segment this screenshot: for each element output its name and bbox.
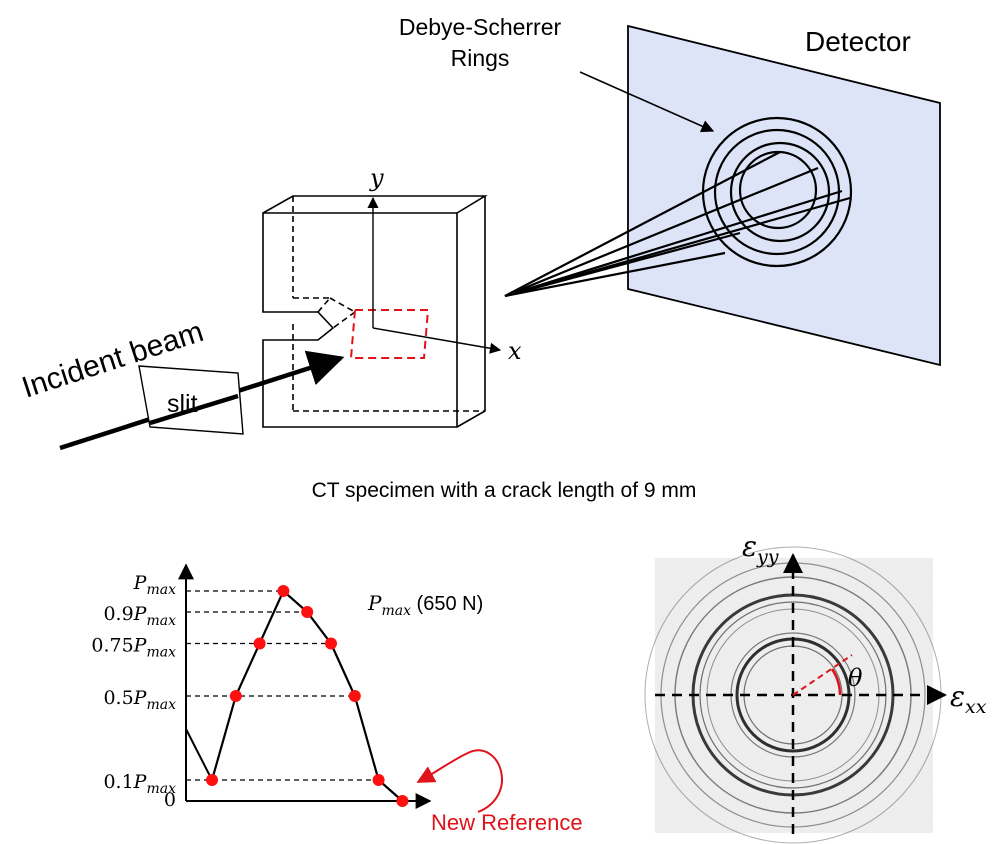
- load-point-8: [396, 795, 409, 807]
- measurement-region: [349, 309, 430, 359]
- specimen-right-face: [456, 196, 486, 428]
- debye-pointer-arrow: [579, 71, 715, 133]
- specimen-hidden-edges: [292, 196, 485, 412]
- diffraction-pattern: θ εyy εxx: [644, 530, 987, 844]
- load-points: [206, 585, 409, 807]
- load-point-3: [277, 585, 290, 597]
- load-point-1: [229, 690, 242, 702]
- load-point-2: [253, 637, 266, 650]
- specimen-top-face: [262, 195, 488, 214]
- load-point-7: [372, 774, 385, 786]
- x-axis-arrow: [372, 327, 502, 354]
- debye-label-line2: Rings: [451, 45, 510, 71]
- eps-yy-label: εyy: [742, 530, 779, 568]
- pmax-note: Pmax (650 N): [367, 591, 483, 619]
- load-point-6: [348, 690, 361, 702]
- specimen-axes: y x: [367, 164, 522, 365]
- preload-segment: [185, 728, 213, 781]
- beam-through-slit: [149, 393, 239, 426]
- specimen-front-face: [262, 212, 458, 428]
- slit-label: slit: [167, 390, 198, 418]
- level-label-2: 0.75Pmax: [91, 635, 176, 661]
- new-reference-arrow: [416, 749, 503, 813]
- y-axis-label: y: [369, 164, 384, 192]
- detector-plane: [627, 24, 941, 367]
- level-label-0: Pmax: [133, 572, 176, 598]
- theta-ray: [792, 654, 853, 696]
- eps-xx-label: εxx: [950, 680, 987, 718]
- detector-label: Detector: [805, 26, 911, 57]
- debye-label-line1: Debye-Scherrer: [399, 14, 562, 40]
- level-label-4: 0.1Pmax: [103, 771, 176, 797]
- x-axis-label: x: [508, 337, 522, 365]
- diffraction-cone: [504, 151, 851, 298]
- load-point-5: [325, 637, 337, 650]
- load-point-4: [301, 606, 314, 618]
- level-label-1: 0.9Pmax: [103, 603, 176, 629]
- ring-2: [729, 141, 831, 243]
- load-point-0: [206, 774, 218, 786]
- level-label-3: 0.5Pmax: [103, 687, 176, 713]
- specimen-caption: CT specimen with a crack length of 9 mm: [312, 479, 697, 502]
- detector-panel: Detector Debye-Scherrer Rings: [399, 14, 941, 367]
- theta-label: θ: [848, 664, 863, 692]
- theta-arc: [830, 668, 842, 696]
- level-label-5: 0: [164, 789, 176, 811]
- new-reference-label: New Reference: [431, 810, 583, 835]
- debye-scherrer-rings: [701, 116, 853, 268]
- ct-specimen: [262, 195, 488, 428]
